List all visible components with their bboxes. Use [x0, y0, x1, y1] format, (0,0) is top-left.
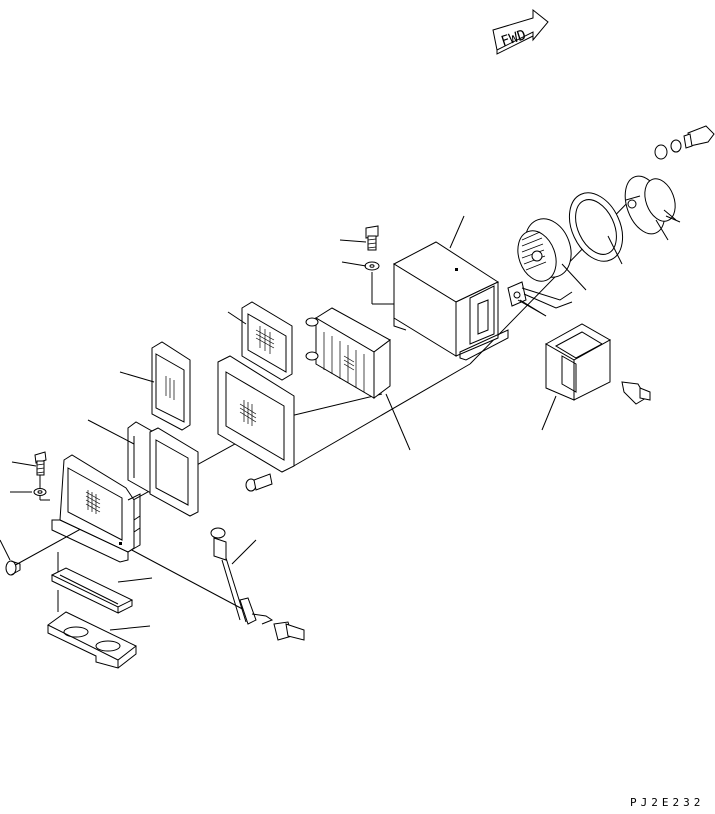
top-bolt: [365, 225, 379, 251]
upper-grille-panel: [241, 301, 293, 381]
left-bolt: [34, 451, 47, 476]
blower-motor: [624, 175, 681, 235]
heater-core: [305, 307, 391, 399]
left-washer: [33, 488, 47, 496]
small-filter-panel: [151, 341, 191, 431]
filter-frame: [127, 421, 199, 517]
gasket-ring: [568, 192, 624, 262]
leader-lines: [0, 215, 669, 631]
panel-screw: [245, 473, 273, 492]
lower-bolt: [273, 621, 305, 641]
top-washer: [364, 261, 380, 271]
top-washer-hole: [369, 264, 375, 268]
lower-tray-1: [50, 567, 134, 614]
blower-fan: [517, 218, 572, 282]
intake-housing: [51, 454, 141, 563]
drawing-code: PJ2E232: [630, 796, 705, 809]
left-washer-hole: [37, 490, 43, 494]
duct-bolt: [621, 381, 651, 405]
control-cable: [210, 527, 274, 625]
fwd-label: FWD: [499, 27, 528, 50]
outlet-duct: [544, 323, 612, 401]
blower-case: [392, 241, 509, 361]
cover-panel: [217, 355, 295, 473]
left-clip: [5, 560, 21, 576]
lower-tray-2: [47, 611, 137, 669]
resistor-harness: [507, 281, 573, 317]
upper-right-nuts: [654, 125, 715, 160]
fwd-arrow: FWD: [492, 8, 549, 55]
